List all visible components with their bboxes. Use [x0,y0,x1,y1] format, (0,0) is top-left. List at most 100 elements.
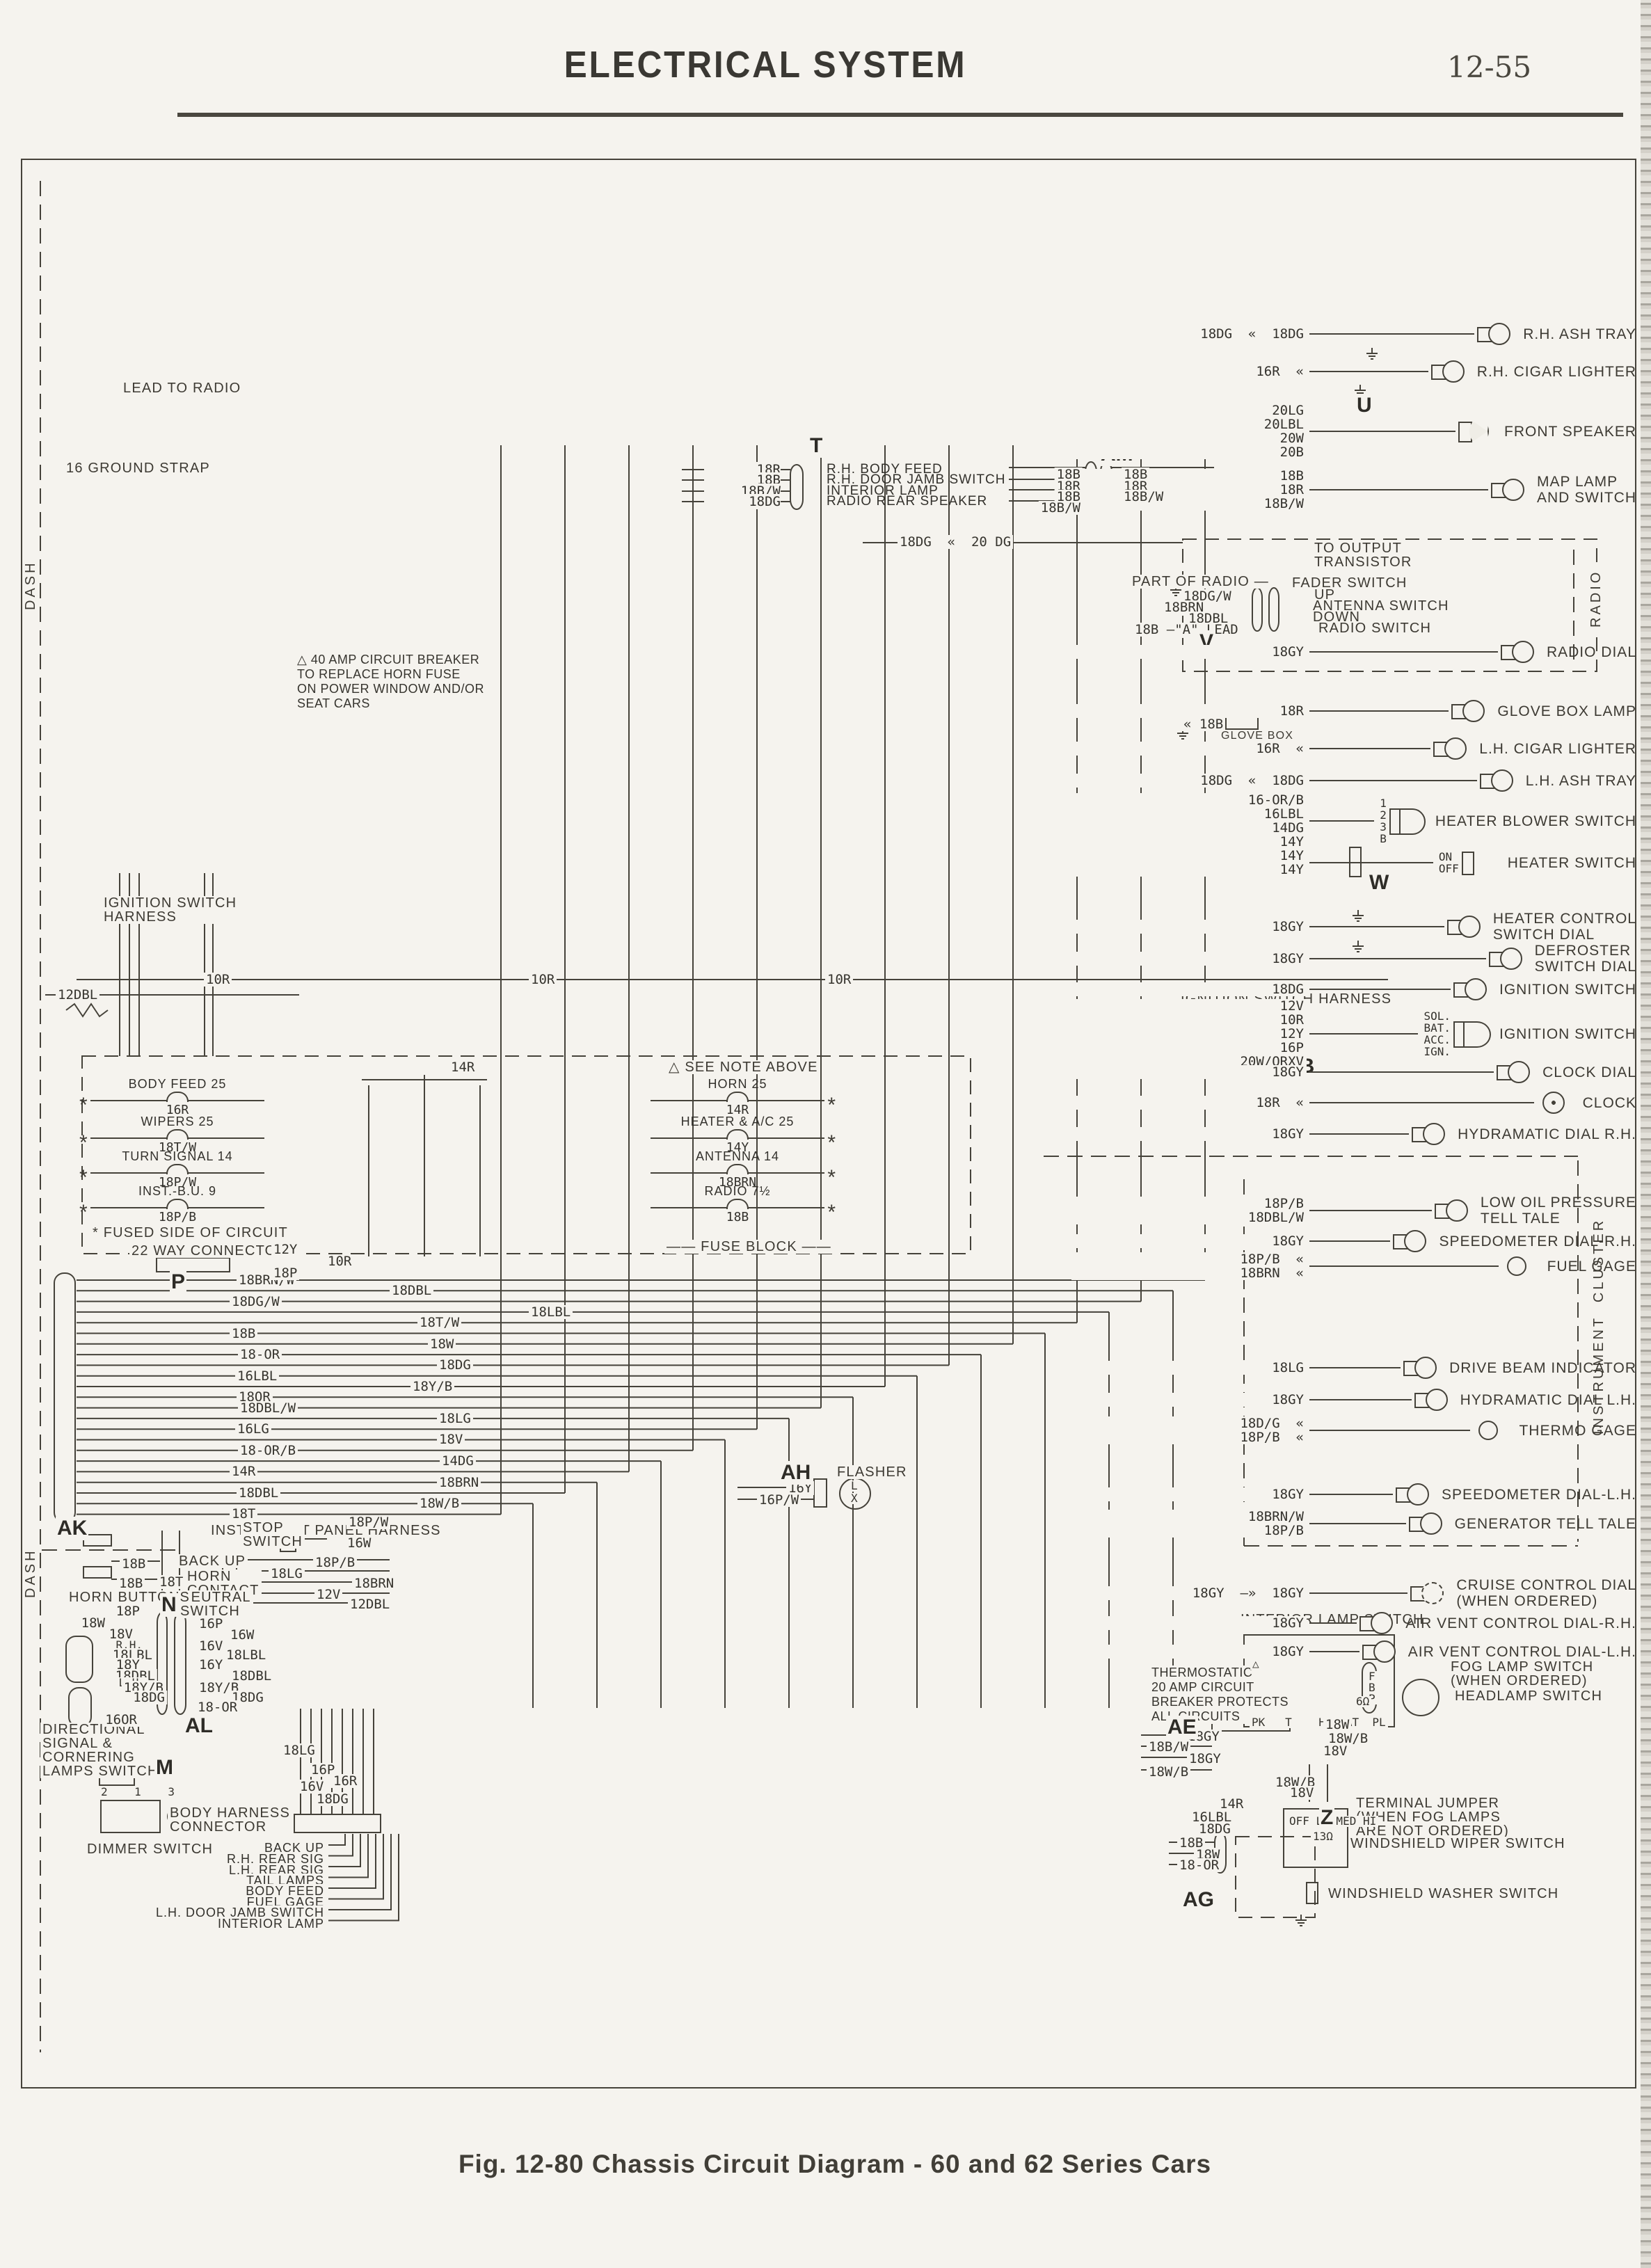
component-row: 16R « R.H. CIGAR LIGHTER [1071,359,1636,384]
diagram-label: 18V [1321,1744,1350,1758]
component-row: 20LG 20LBL 20W 20B FRONT SPEAKER [1071,404,1636,459]
fuse-glyph [651,1129,824,1140]
diagram-label: DIMMER SWITCH [85,1842,216,1856]
component-symbol [1488,946,1528,971]
wire-label: 18GY [1071,1393,1307,1407]
diagram-label: 16V [298,1780,326,1794]
connector-letter: N [160,1593,178,1617]
diagram-label: 18W/B [1326,1732,1371,1746]
wire-line [1309,1071,1494,1073]
component-row: 18GY AIR VENT CONTROL DIAL-R.H. [1071,1611,1636,1636]
component-name: HEATER BLOWER SWITCH [1435,813,1636,829]
c22-wire-label: 18W [428,1337,456,1351]
c22-wire-label: 18DG/W [230,1295,282,1309]
diagram-label: IGNITION SWITCH HARNESS [102,896,239,924]
header-rule [177,113,1623,117]
am-wire-label: 18B [1054,490,1083,504]
connector-letter: P [170,1270,187,1294]
diagram-label: 18DG [314,1792,351,1806]
t-destination: INTERIOR LAMP [827,484,939,498]
diagram-label: 18LG [269,1567,305,1581]
fuse-glyph [651,1164,824,1174]
component-row: 18BRN/W 18P/B GENERATOR TELL TALE [1071,1510,1636,1538]
component-name: LOW OIL PRESSURE TELL TALE [1480,1195,1636,1227]
n-wire-label: 16V [197,1639,225,1653]
wire-label: 18B 18R 18B/W [1071,469,1307,511]
t-destination: R.H. DOOR JAMB SWITCH [827,472,1006,487]
wire-label: 18P/B 18DBL/W [1071,1197,1307,1224]
connector-letter: AH [779,1461,813,1485]
p-wire-label: 12Y [271,1243,300,1256]
component-symbol [1408,1511,1448,1536]
wire-line [1309,1033,1419,1035]
component-row: 18GY SPEEDOMETER DIAL-R.H. [1071,1229,1636,1254]
wire-label: 20LG 20LBL 20W 20B [1071,404,1307,459]
diagram-label: L [849,1480,860,1492]
component-name: CLOCK DIAL [1542,1064,1636,1080]
wire-line [1309,1102,1534,1103]
wire-line [1309,710,1449,712]
diagram-label: 2 1 3 [99,1787,177,1798]
component-name: CRUISE CONTROL DIAL (WHEN ORDERED) [1456,1577,1636,1609]
connector-letter: T [808,434,824,458]
wire-label: 18P/B « 18BRN « [1071,1252,1307,1280]
diagram-label: 12DBL [348,1597,392,1611]
diagram-label: 18BRN [1162,600,1206,614]
component-symbol [1430,359,1470,384]
diagram-label: 18DG [1197,1822,1233,1836]
n-wire-label: 18Y [113,1658,142,1672]
fuse-glyph [90,1092,264,1102]
wire-line [1309,1494,1393,1495]
wire-label: 18LG [1071,1361,1307,1375]
component-symbol [1479,768,1519,793]
fuse-wire: 18B [726,1210,749,1224]
diagram-label: 10R [529,973,557,987]
component-symbol [1497,1060,1536,1085]
wire-line [1309,1399,1412,1400]
fuse-name: HEATER & A/C 25 [680,1115,795,1128]
component-name: R.H. ASH TRAY [1523,326,1636,342]
p-wire-label: 18P [271,1266,300,1280]
component-name: DRIVE BEAM INDICATOR [1449,1359,1636,1376]
component-row: 18R GLOVE BOX LAMP [1071,698,1636,724]
c22-wire-label: 18-OR [238,1348,282,1361]
wire-line [1309,1430,1471,1431]
fuse: RADIO 7½ 18B [651,1184,836,1224]
component-row: 18GY HYDRAMATIC DIAL R.H. [1071,1121,1636,1147]
diagram-label: 18T [157,1575,186,1589]
wire-label: 18DG « 18DG [1071,774,1307,788]
wire-label: 18D/G « 18P/B « [1071,1416,1307,1444]
diagram-label: 16LBL [1190,1810,1234,1824]
wire-line [1309,1622,1357,1624]
wire-label: 18GY [1071,1645,1307,1659]
wire-label: 18R [1071,704,1307,718]
connector-letter: M [154,1756,175,1780]
wire-label: 14Y 14Y [1071,849,1307,877]
diagram-label: DASH [23,558,38,612]
component-row: 18DG « 18DG L.H. ASH TRAY [1071,768,1636,793]
diagram-label: —— FUSE BLOCK —— [664,1240,834,1254]
component-symbol [1458,419,1497,444]
diagram-label: 16 GROUND STRAP [64,461,212,475]
diagram-label: ANTENNA SWITCH [1311,599,1451,613]
component-name: FRONT SPEAKER [1504,423,1636,440]
page-number: 12-55 [1447,50,1532,84]
fuse-name: ANTENNA 14 [695,1149,780,1163]
n-wire-label: 16OR [103,1713,139,1727]
wire-label: 18GY [1071,920,1307,934]
wire-line [1309,1523,1406,1524]
c22-wire-label: 14R [230,1464,258,1478]
diagram-label: 18W [1323,1718,1352,1732]
diagram-label: WINDSHIELD WASHER SWITCH [1326,1887,1561,1901]
diagram-label: RADIO [1588,567,1604,630]
diagram-label: 12V [314,1588,343,1602]
n-wire-label: 16W [228,1628,257,1642]
c22-wire-label: 18V [437,1432,465,1446]
wire-line [1309,820,1375,822]
component-row: 18GY HYDRAMATIC DIAL L.H. [1071,1387,1636,1412]
component-name: SPEEDOMETER DIAL-L.H. [1441,1486,1636,1503]
c22-wire-label: 18DG [437,1358,473,1372]
component-name: SPEEDOMETER DIAL-R.H. [1439,1233,1636,1249]
wire-line [1309,926,1444,927]
